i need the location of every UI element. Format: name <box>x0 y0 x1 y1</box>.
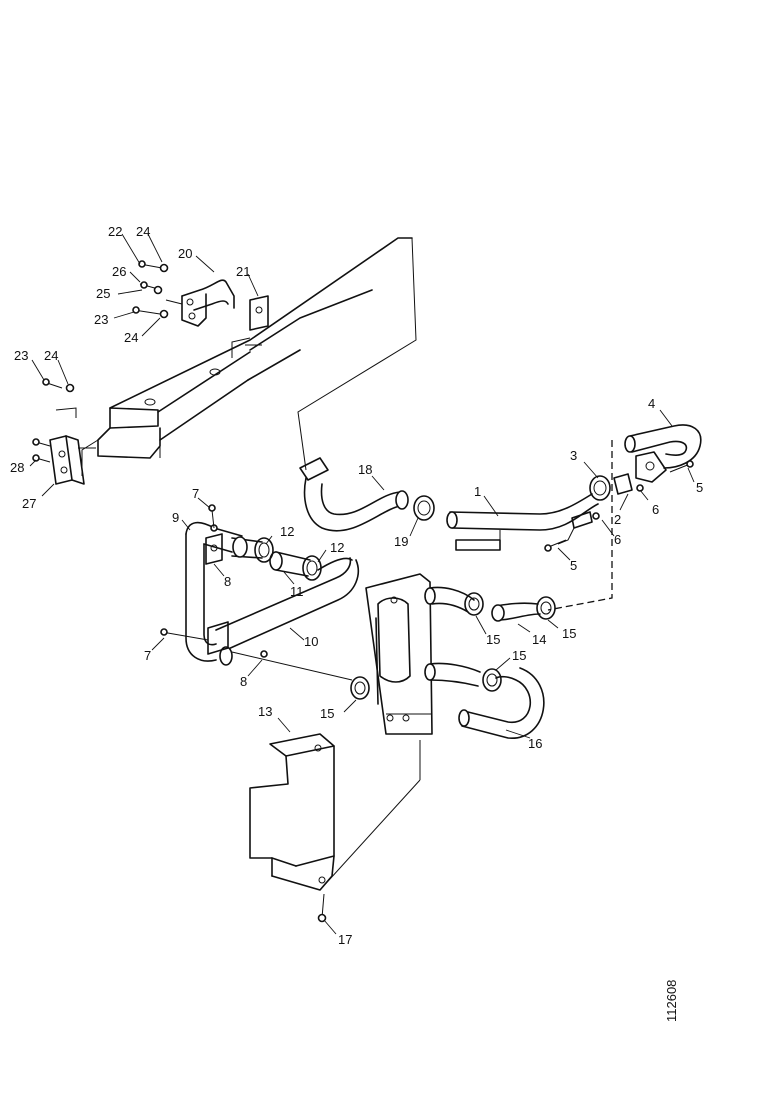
callout-22: 22 <box>108 224 122 239</box>
callout-6-lower: 6 <box>614 532 621 547</box>
pipe-9 <box>185 521 243 662</box>
hose-4 <box>624 424 702 483</box>
callout-9: 9 <box>172 510 179 525</box>
callout-27: 27 <box>22 496 36 511</box>
callout-12-lower: 12 <box>330 540 344 555</box>
clamp-15-b <box>536 596 556 620</box>
callout-6-upper: 6 <box>652 502 659 517</box>
callout-3: 3 <box>570 448 577 463</box>
reference-number: 112608 <box>664 980 679 1022</box>
clamp-15-d <box>350 676 370 700</box>
callout-11: 11 <box>290 584 304 599</box>
callout-5-lower: 5 <box>570 558 577 573</box>
callout-16: 16 <box>528 736 542 751</box>
hose-16 <box>424 662 545 739</box>
callout-15-c: 15 <box>512 648 526 663</box>
hose-18 <box>299 457 409 532</box>
clamp-3 <box>589 475 611 501</box>
clamp-12-upper <box>254 537 274 563</box>
callout-5-upper: 5 <box>696 480 703 495</box>
nut-6-upper <box>636 484 644 492</box>
callout-2: 2 <box>614 512 621 527</box>
callout-17: 17 <box>338 932 352 947</box>
heat-shield-13 <box>249 733 421 891</box>
bolt-7-lower <box>160 628 209 641</box>
bolt-17 <box>317 893 327 923</box>
upper-pipe-20 <box>181 279 235 327</box>
hose-14 <box>424 586 541 622</box>
nut-24-left <box>65 383 75 393</box>
callout-23-left: 23 <box>14 348 28 363</box>
pipe-11 <box>231 536 311 577</box>
callout-15-d: 15 <box>320 706 334 721</box>
bolts-22-26 <box>132 260 183 319</box>
callout-labels: 1 2 3 4 5 5 6 6 7 7 8 8 9 10 11 12 12 13… <box>10 224 703 947</box>
callout-8-lower: 8 <box>240 674 247 689</box>
clamp-19 <box>413 495 435 521</box>
callout-15-b: 15 <box>562 626 576 641</box>
mounting-bracket-27 <box>49 407 96 485</box>
callout-28: 28 <box>10 460 24 475</box>
callout-26: 26 <box>112 264 126 279</box>
callout-14: 14 <box>532 632 546 647</box>
callout-24-left: 24 <box>44 348 58 363</box>
bolt-28 <box>32 438 51 463</box>
callout-12-upper: 12 <box>280 524 294 539</box>
callout-4: 4 <box>648 396 655 411</box>
pipe-1 <box>446 493 599 551</box>
callout-1: 1 <box>474 484 481 499</box>
callout-23-upper: 23 <box>94 312 108 327</box>
callout-18: 18 <box>358 462 372 477</box>
callout-7-upper: 7 <box>192 486 199 501</box>
callout-21: 21 <box>236 264 250 279</box>
pipe-10 <box>207 557 360 666</box>
callout-8-upper: 8 <box>224 574 231 589</box>
callout-24-mid: 24 <box>124 330 138 345</box>
clamp-12-lower <box>302 555 322 581</box>
callout-20: 20 <box>178 246 192 261</box>
callout-13: 13 <box>258 704 272 719</box>
clamp-15-c <box>482 668 502 692</box>
bolt-5-lower <box>544 539 567 552</box>
callout-24-top: 24 <box>136 224 150 239</box>
bolt-5-upper <box>669 460 694 473</box>
callout-7-lower: 7 <box>144 648 151 663</box>
callout-15-a: 15 <box>486 632 500 647</box>
leader-lines <box>29 233 695 935</box>
alignment-lines <box>231 237 613 780</box>
callout-19: 19 <box>394 534 408 549</box>
mounting-panel <box>365 573 433 735</box>
connector-2 <box>613 473 633 495</box>
callout-25: 25 <box>96 286 110 301</box>
callout-10: 10 <box>304 634 318 649</box>
clamp-15-a <box>464 592 484 616</box>
bolt-23-left <box>42 378 63 389</box>
bolt-7-upper <box>208 504 216 529</box>
bracket-6 <box>557 511 600 545</box>
clamp-bracket-21 <box>249 295 269 331</box>
